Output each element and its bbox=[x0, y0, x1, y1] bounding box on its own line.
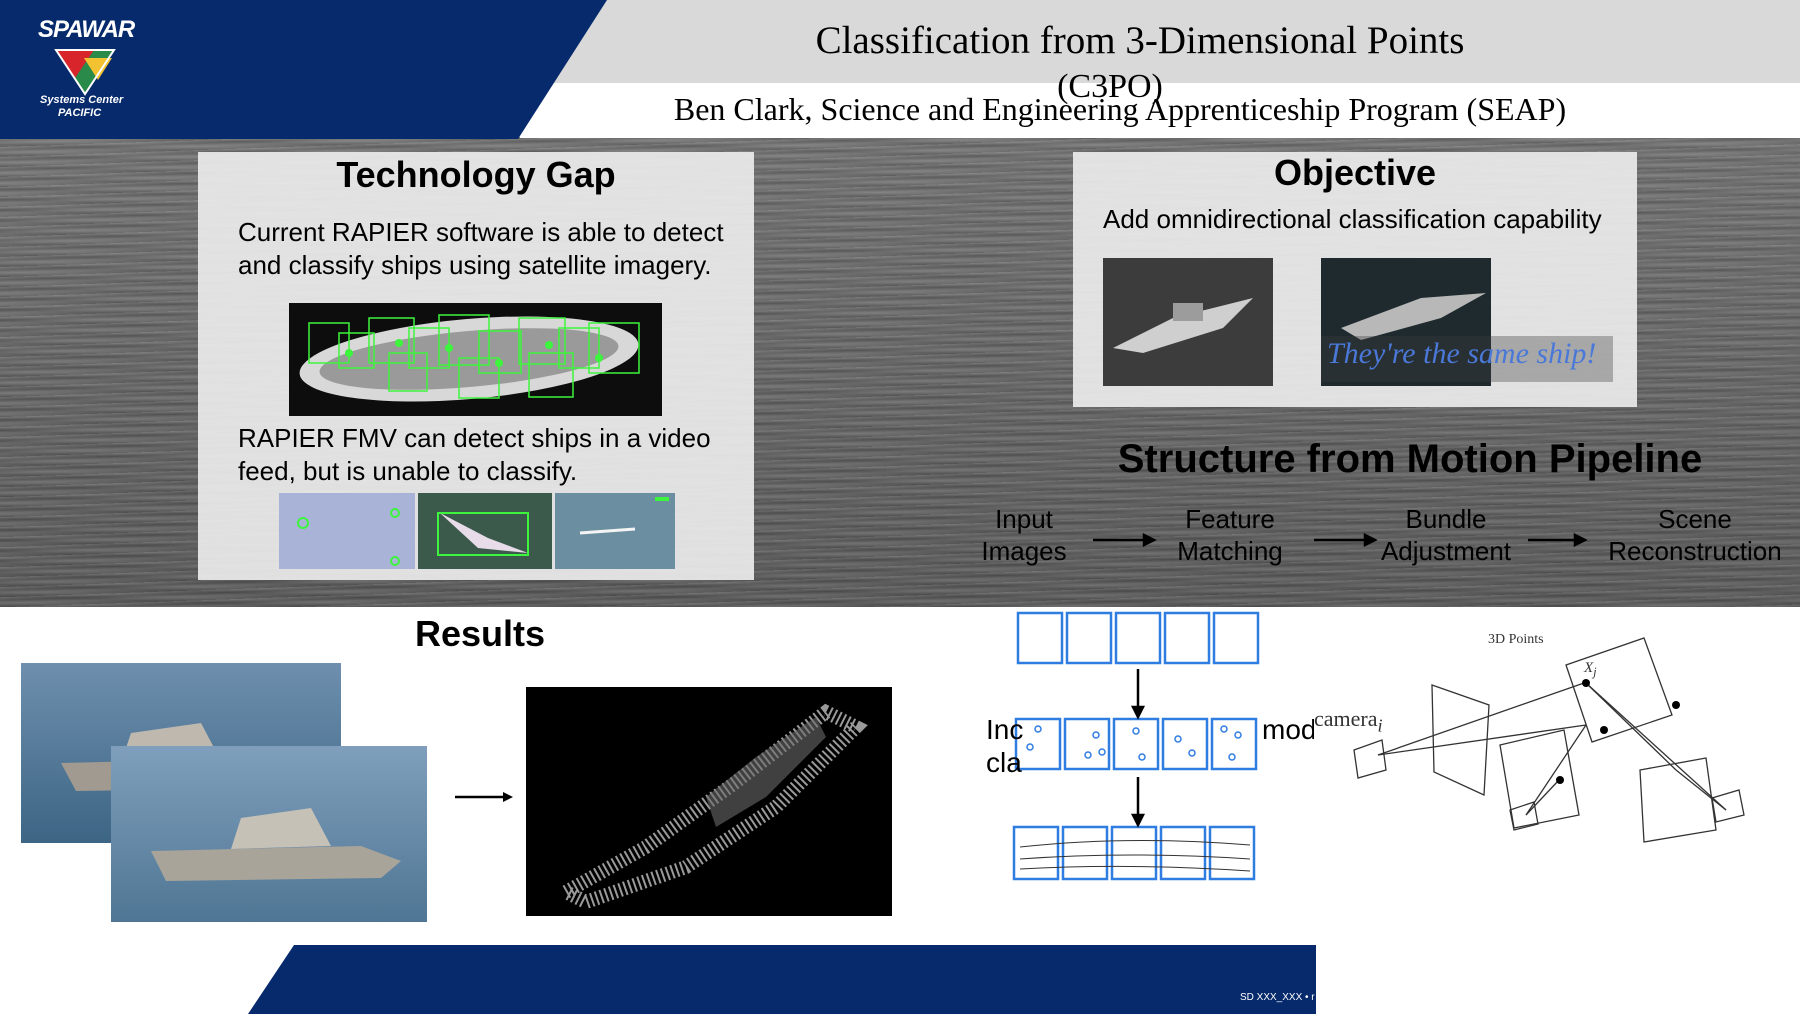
battleship-photo-2 bbox=[1321, 258, 1491, 386]
step-scene-line2: Reconstruction bbox=[1608, 536, 1782, 566]
poster-title: Classification from 3-Dimensional Points bbox=[815, 19, 1465, 62]
step-input-line1: Input bbox=[995, 504, 1053, 534]
fmv-frame-3 bbox=[555, 493, 675, 569]
pipeline-step-scene: Scene Reconstruction bbox=[1600, 503, 1790, 567]
objective-text: Add omnidirectional classification capab… bbox=[1103, 204, 1602, 234]
logo-line1: Systems Center bbox=[40, 94, 124, 106]
objective-title: Objective bbox=[1273, 152, 1437, 193]
diagram-fragment-cla: cla bbox=[986, 747, 1022, 778]
camera-word: camera bbox=[1314, 706, 1378, 731]
same-ship-caption: They're the same ship! bbox=[1327, 337, 1597, 370]
pipeline-step-input: Input Images bbox=[944, 503, 1104, 567]
camera-label: camerai bbox=[1314, 706, 1383, 736]
ship-photo-2 bbox=[111, 746, 427, 922]
logo-triangle-icon bbox=[54, 49, 116, 96]
logo-line2: PACIFIC bbox=[58, 107, 102, 119]
pipeline-title: Structure from Motion Pipeline bbox=[1117, 437, 1703, 481]
results-arrow-icon bbox=[455, 792, 513, 802]
battleship-photo-1 bbox=[1103, 258, 1273, 386]
technology-gap-text2: RAPIER FMV can detect ships in a video f… bbox=[238, 423, 711, 486]
camera-sub: i bbox=[1377, 715, 1383, 736]
pipeline-step-bundle: Bundle Adjustment bbox=[1366, 503, 1526, 567]
logo-banner bbox=[0, 0, 607, 139]
technology-gap-text1: Current RAPIER software is able to detec… bbox=[238, 217, 724, 280]
footer-band bbox=[248, 945, 1316, 1014]
footer-code: SD XXX_XXX • r bbox=[1240, 992, 1315, 1003]
step-feature-line2: Matching bbox=[1177, 536, 1283, 566]
fmv-frame-1 bbox=[279, 493, 415, 569]
xj-label: Xj bbox=[1584, 660, 1597, 680]
fmv-frame-2 bbox=[418, 493, 552, 569]
feature-diagram bbox=[1010, 607, 1266, 887]
step-bundle-line1: Bundle bbox=[1405, 504, 1487, 534]
header-subtitle-band bbox=[520, 83, 1800, 138]
sfm-camera-diagram: 3D Points Xj camerai bbox=[1314, 620, 1760, 860]
poster-title-acronym: (C3PO) bbox=[1057, 68, 1163, 105]
xj-sub: j bbox=[1593, 665, 1597, 679]
pipeline-step-feature: Feature Matching bbox=[1150, 503, 1310, 567]
point-cloud-reconstruction bbox=[526, 687, 892, 916]
step-input-line2: Images bbox=[981, 536, 1067, 566]
technology-gap-title: Technology Gap bbox=[336, 154, 616, 195]
points-label: 3D Points bbox=[1488, 632, 1544, 647]
objective-panel: Objective Add omnidirectional classifica… bbox=[1073, 152, 1637, 407]
logo-wordmark: SPAWAR bbox=[38, 16, 135, 43]
satellite-ship-image bbox=[289, 303, 662, 416]
results-title: Results bbox=[414, 613, 546, 654]
step-scene-line1: Scene bbox=[1658, 504, 1732, 534]
spawar-logo: SPAWAR Systems Center PACIFIC bbox=[30, 14, 150, 124]
caption-band bbox=[1321, 336, 1613, 382]
diagram-fragment-inc: Inc bbox=[986, 714, 1024, 745]
diagram-fragment-mod: mod bbox=[1262, 714, 1317, 745]
xj-letter: X bbox=[1584, 660, 1594, 676]
step-feature-line1: Feature bbox=[1185, 504, 1275, 534]
step-bundle-line2: Adjustment bbox=[1380, 536, 1512, 566]
technology-gap-panel: Technology Gap Current RAPIER software i… bbox=[198, 152, 754, 580]
poster-subtitle: Ben Clark, Science and Engineering Appre… bbox=[673, 91, 1567, 127]
pipeline-arrows bbox=[1093, 532, 1588, 548]
